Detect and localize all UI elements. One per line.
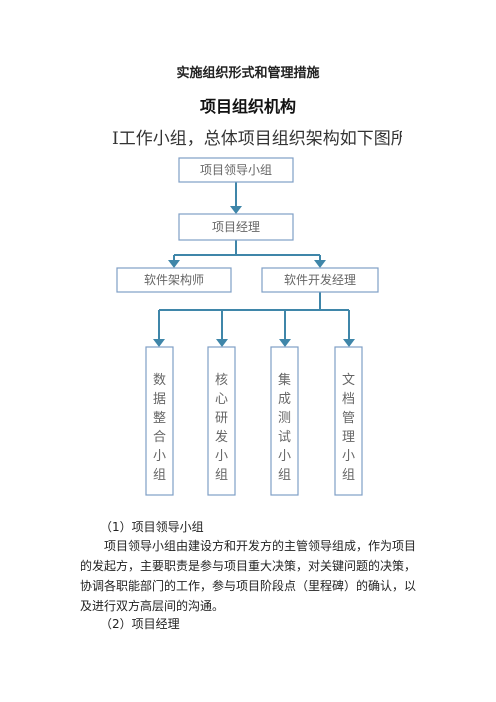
arrow-to-team-3 [279, 339, 291, 347]
box-software-architect: 软件架构师 [116, 267, 232, 293]
section-title: 项目组织机构 [199, 97, 296, 116]
team-label-char: 组 [342, 468, 355, 483]
label-project-manager: 项目经理 [212, 220, 260, 234]
team-label-char: 小 [215, 449, 228, 464]
label-team-core-dev: 核心研发小组 [215, 373, 228, 483]
team-label-char: 核 [215, 373, 228, 388]
team-label-char: 组 [153, 468, 166, 483]
paragraph-leader-group: 项目领导小组由建设方和开发方的主管领导组成，作为项目的发起方，主要职责是参与项目… [80, 539, 417, 613]
team-label-char: 合 [153, 430, 166, 445]
team-label-char: 成 [278, 392, 291, 407]
box-team-doc-management: 文档管理小组 [334, 346, 363, 496]
box-team-data-integration: 数据整合小组 [145, 346, 174, 496]
team-label-char: 据 [153, 392, 166, 407]
team-label-char: 小 [153, 449, 166, 464]
team-label-char: 数 [153, 373, 166, 388]
arrow-to-team-2 [216, 339, 228, 347]
team-label-char: 整 [153, 411, 166, 426]
team-label-char: 测 [278, 411, 291, 426]
arrow-to-team-1 [153, 339, 165, 347]
team-label-char: 文 [342, 373, 355, 388]
team-label-char: 档 [342, 392, 355, 407]
box-dev-manager: 软件开发经理 [261, 267, 379, 293]
team-label-char: 心 [215, 392, 228, 407]
box-team-integration-test: 集成测试小组 [270, 346, 299, 496]
intro-line: I工作小组，总体项目组织架构如下图所 [112, 129, 402, 149]
arrow-to-manager [230, 206, 242, 214]
box-team-core-dev: 核心研发小组 [207, 346, 236, 496]
heading-leader-group: （1）项目领导小组 [100, 520, 204, 534]
team-label-char: 管 [342, 411, 355, 426]
label-team-doc-management: 文档管理小组 [342, 373, 355, 483]
label-leader-group: 项目领导小组 [200, 163, 272, 177]
org-chart: 项目领导小组 项目经理 软件架构师 软件开发经理 数据整合小组 核心研发小组 集… [116, 157, 379, 496]
document-title: 实施组织形式和管理措施 [176, 66, 320, 81]
team-label-char: 小 [278, 449, 291, 464]
label-software-architect: 软件架构师 [144, 272, 204, 287]
arrow-to-architect [168, 260, 180, 268]
team-label-char: 研 [215, 411, 228, 426]
box-project-manager: 项目经理 [178, 213, 294, 241]
label-dev-manager: 软件开发经理 [284, 272, 356, 287]
arrow-to-dev-manager [314, 260, 326, 268]
team-label-char: 组 [278, 468, 291, 483]
label-team-data-integration: 数据整合小组 [153, 373, 166, 483]
box-leader-group: 项目领导小组 [178, 157, 294, 183]
team-label-char: 发 [215, 429, 228, 445]
team-label-char: 集 [278, 372, 291, 388]
arrow-to-team-4 [343, 339, 355, 347]
team-label-char: 理 [342, 430, 355, 445]
label-team-integration-test: 集成测试小组 [278, 372, 291, 483]
connectors [153, 182, 355, 347]
heading-project-manager: （2）项目经理 [100, 617, 180, 631]
team-label-char: 组 [215, 468, 228, 483]
team-label-char: 试 [278, 430, 291, 445]
team-label-char: 小 [342, 449, 355, 464]
